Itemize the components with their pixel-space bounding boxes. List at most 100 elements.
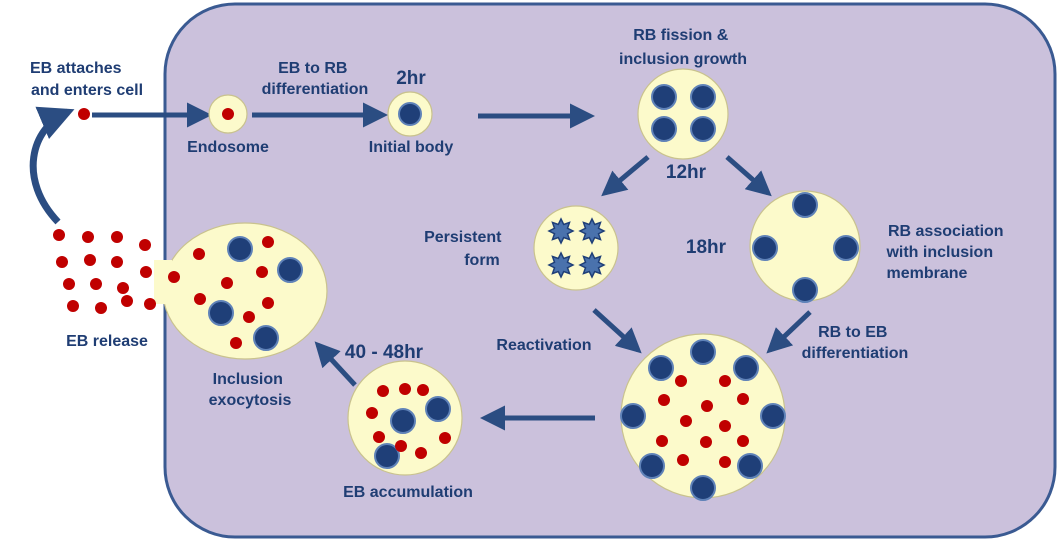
label-persistent-form: Persistent form <box>424 229 506 269</box>
elementary-body <box>243 311 255 323</box>
reticulate-body <box>792 192 818 218</box>
elementary-body <box>415 447 427 459</box>
elementary-body <box>680 415 692 427</box>
exocytosis-pore <box>154 260 172 304</box>
persistent-body-star <box>547 217 575 245</box>
elementary-body <box>230 337 242 349</box>
elementary-body <box>701 400 713 412</box>
reticulate-body <box>760 403 786 429</box>
entering-elementary-body <box>78 108 90 120</box>
reticulate-body <box>425 396 451 422</box>
label-rb-to-eb: RB to EB differentiation <box>802 324 909 362</box>
particles-layer <box>53 84 859 501</box>
arrow-accumulation-to-exocytosis <box>314 341 357 387</box>
released-elementary-body <box>53 229 65 241</box>
persistent-body-star <box>578 217 606 245</box>
label-initial-body: Initial body <box>369 139 454 156</box>
arrow-fission-to-persistent <box>601 155 650 197</box>
reticulate-body <box>833 235 859 261</box>
reticulate-body <box>639 453 665 479</box>
reticulate-body <box>737 453 763 479</box>
reticulate-body <box>648 355 674 381</box>
reticulate-body <box>690 475 716 501</box>
released-elementary-body <box>111 231 123 243</box>
elementary-body <box>719 420 731 432</box>
arrow-association-to-large-inclusion <box>766 310 812 354</box>
reticulate-body <box>227 236 253 262</box>
released-elementary-body <box>56 256 68 268</box>
label-rb-association: RB association with inclusion membrane <box>885 223 1008 282</box>
reticulate-body <box>752 235 778 261</box>
label-rb-fission: RB fission & inclusion growth <box>619 27 747 68</box>
persistent-inclusion-circle <box>533 205 619 291</box>
reticulate-body <box>208 300 234 326</box>
label-eb-to-rb: EB to RB differentiation <box>262 60 369 98</box>
released-elementary-body <box>63 278 75 290</box>
reticulate-body <box>733 355 759 381</box>
reticulate-body <box>690 339 716 365</box>
fission-inclusion-circle <box>637 68 729 160</box>
elementary-body <box>719 375 731 387</box>
released-elementary-body <box>139 239 151 251</box>
endosome-elementary-body <box>222 108 234 120</box>
elementary-body <box>656 435 668 447</box>
elementary-body <box>194 293 206 305</box>
labels-layer: EB attaches and enters cell EB to RB dif… <box>30 27 1008 501</box>
released-elementary-body <box>111 256 123 268</box>
reticulate-body <box>690 116 716 142</box>
reticulate-body <box>253 325 279 351</box>
curved-entry-arrow <box>29 106 75 225</box>
elementary-body <box>221 277 233 289</box>
elementary-body <box>677 454 689 466</box>
elementary-body <box>168 271 180 283</box>
released-elementary-body <box>140 266 152 278</box>
reticulate-body <box>277 257 303 283</box>
label-inclusion-exocytosis: Inclusion exocytosis <box>209 371 292 409</box>
elementary-body <box>700 436 712 448</box>
released-elementary-body <box>82 231 94 243</box>
elementary-body <box>373 431 385 443</box>
released-elementary-body <box>90 278 102 290</box>
arrow-persistent-to-large-inclusion <box>592 308 642 354</box>
persistent-body-star <box>578 251 606 279</box>
elementary-body <box>737 393 749 405</box>
released-elementary-body <box>144 298 156 310</box>
elementary-body <box>256 266 268 278</box>
reticulate-body <box>620 403 646 429</box>
elementary-body <box>658 394 670 406</box>
time-2hr: 2hr <box>396 68 426 89</box>
label-endosome: Endosome <box>187 139 269 156</box>
elementary-body <box>737 435 749 447</box>
released-elementary-body <box>67 300 79 312</box>
initial-body-rb <box>398 102 422 126</box>
time-12hr: 12hr <box>666 162 707 183</box>
label-reactivation: Reactivation <box>496 337 591 354</box>
reticulate-body <box>651 116 677 142</box>
reticulate-body <box>792 277 818 303</box>
time-40-48hr: 40 - 48hr <box>345 342 424 363</box>
elementary-body <box>395 440 407 452</box>
arrows-layer <box>29 102 812 431</box>
elementary-body <box>193 248 205 260</box>
elementary-body <box>377 385 389 397</box>
reticulate-body <box>390 408 416 434</box>
label-eb-accumulation: EB accumulation <box>343 484 473 501</box>
elementary-body <box>262 297 274 309</box>
elementary-body <box>417 384 429 396</box>
elementary-body <box>366 407 378 419</box>
reticulate-body <box>690 84 716 110</box>
reticulate-body <box>651 84 677 110</box>
released-elementary-body <box>84 254 96 266</box>
label-eb-release: EB release <box>66 333 148 350</box>
elementary-body <box>399 383 411 395</box>
released-elementary-body <box>95 302 107 314</box>
reticulate-body <box>374 443 400 469</box>
released-elementary-body <box>121 295 133 307</box>
label-eb-attaches: EB attaches and enters cell <box>30 60 143 99</box>
elementary-body <box>262 236 274 248</box>
released-elementary-body <box>117 282 129 294</box>
arrow-fission-to-association <box>725 155 772 197</box>
elementary-body <box>675 375 687 387</box>
